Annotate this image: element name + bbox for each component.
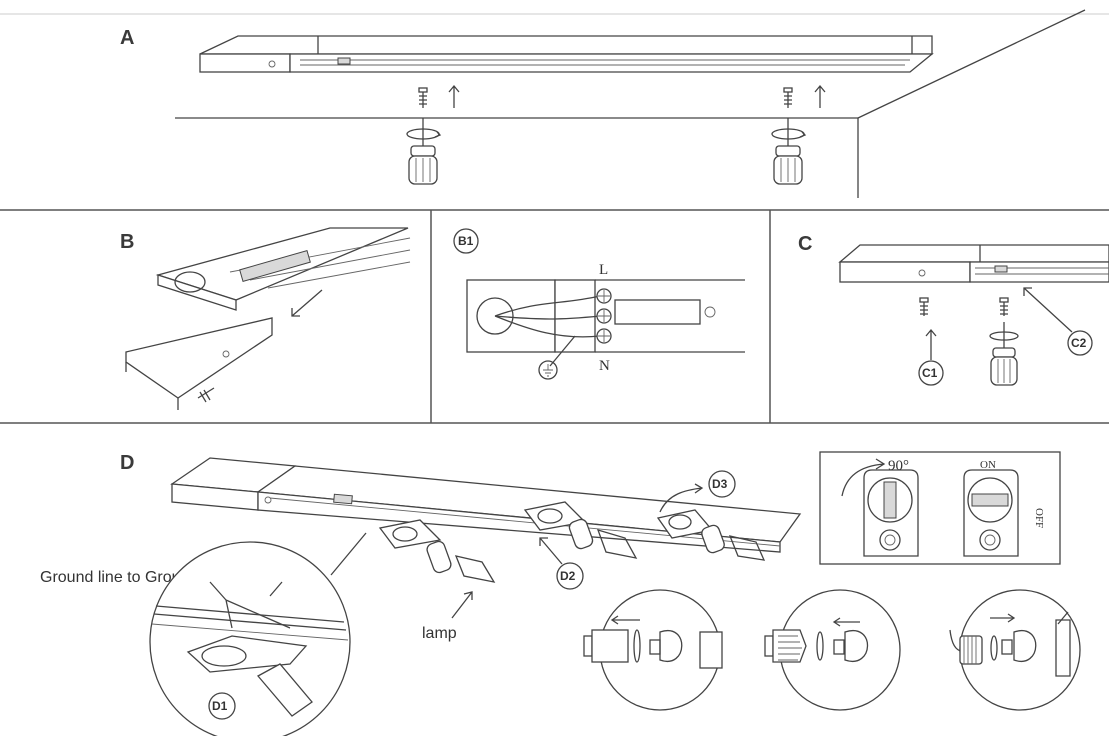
neutral-terminal-label: N	[599, 358, 610, 374]
lamp-insert-detail	[949, 589, 1081, 711]
detail-magnifier-d1: D1	[149, 541, 351, 736]
callout-c1: C1	[922, 366, 938, 380]
switch-on-label: ON	[980, 459, 996, 471]
panel-d: D	[40, 451, 1081, 736]
screw-icon	[418, 87, 428, 108]
screw-icon	[999, 297, 1009, 316]
callout-c2: C2	[1071, 336, 1087, 350]
screw-icon	[197, 387, 215, 403]
arrow-pointer-icon	[1023, 287, 1073, 333]
panel-b: B B1	[120, 227, 745, 410]
arrow-up-icon	[925, 328, 937, 360]
spotlight	[656, 509, 766, 561]
rotate-arrow-icon	[659, 483, 704, 513]
screwdriver-icon	[771, 118, 807, 185]
section-d-label: D	[120, 452, 134, 474]
lamp-insert-detail	[764, 589, 901, 711]
screwdriver-icon	[406, 118, 442, 185]
section-b-label: B	[120, 231, 134, 253]
callout-b1: B1	[458, 234, 474, 248]
track-end-feed	[155, 227, 411, 311]
screw-icon	[783, 87, 793, 108]
track-rail-c	[838, 244, 1109, 283]
panel-a: A	[120, 9, 1086, 198]
rotation-angle-label: 90°	[888, 458, 909, 474]
screwdriver-icon	[989, 322, 1019, 386]
panel-dividers	[0, 209, 1109, 424]
track-rail-a	[199, 35, 934, 73]
arrow-down-left-icon	[291, 289, 323, 317]
ground-symbol-icon	[538, 335, 576, 380]
switch-off-label: OFF	[1033, 508, 1045, 528]
arrow-pointer-icon	[451, 591, 473, 619]
callout-d3: D3	[712, 477, 728, 491]
spotlight	[523, 501, 638, 559]
callout-d1: D1	[212, 699, 228, 713]
panel-c: C C1	[798, 233, 1109, 386]
spotlight	[378, 519, 496, 583]
arrow-up-icon	[448, 84, 460, 108]
screw-icon	[919, 297, 929, 316]
section-a-label: A	[120, 27, 134, 49]
live-terminal-label: L	[599, 262, 608, 278]
wiring-diagram-b1: B1 L N	[453, 228, 745, 380]
lamp-label: lamp	[422, 625, 457, 642]
cover-plate	[125, 317, 273, 410]
callout-d2: D2	[560, 569, 576, 583]
section-c-label: C	[798, 233, 812, 255]
lamp-insert-detail	[583, 589, 723, 711]
arrow-up-icon	[814, 84, 826, 108]
switch-panel: 90° ON OFF	[819, 451, 1061, 565]
arrow-pointer-icon	[539, 537, 563, 565]
